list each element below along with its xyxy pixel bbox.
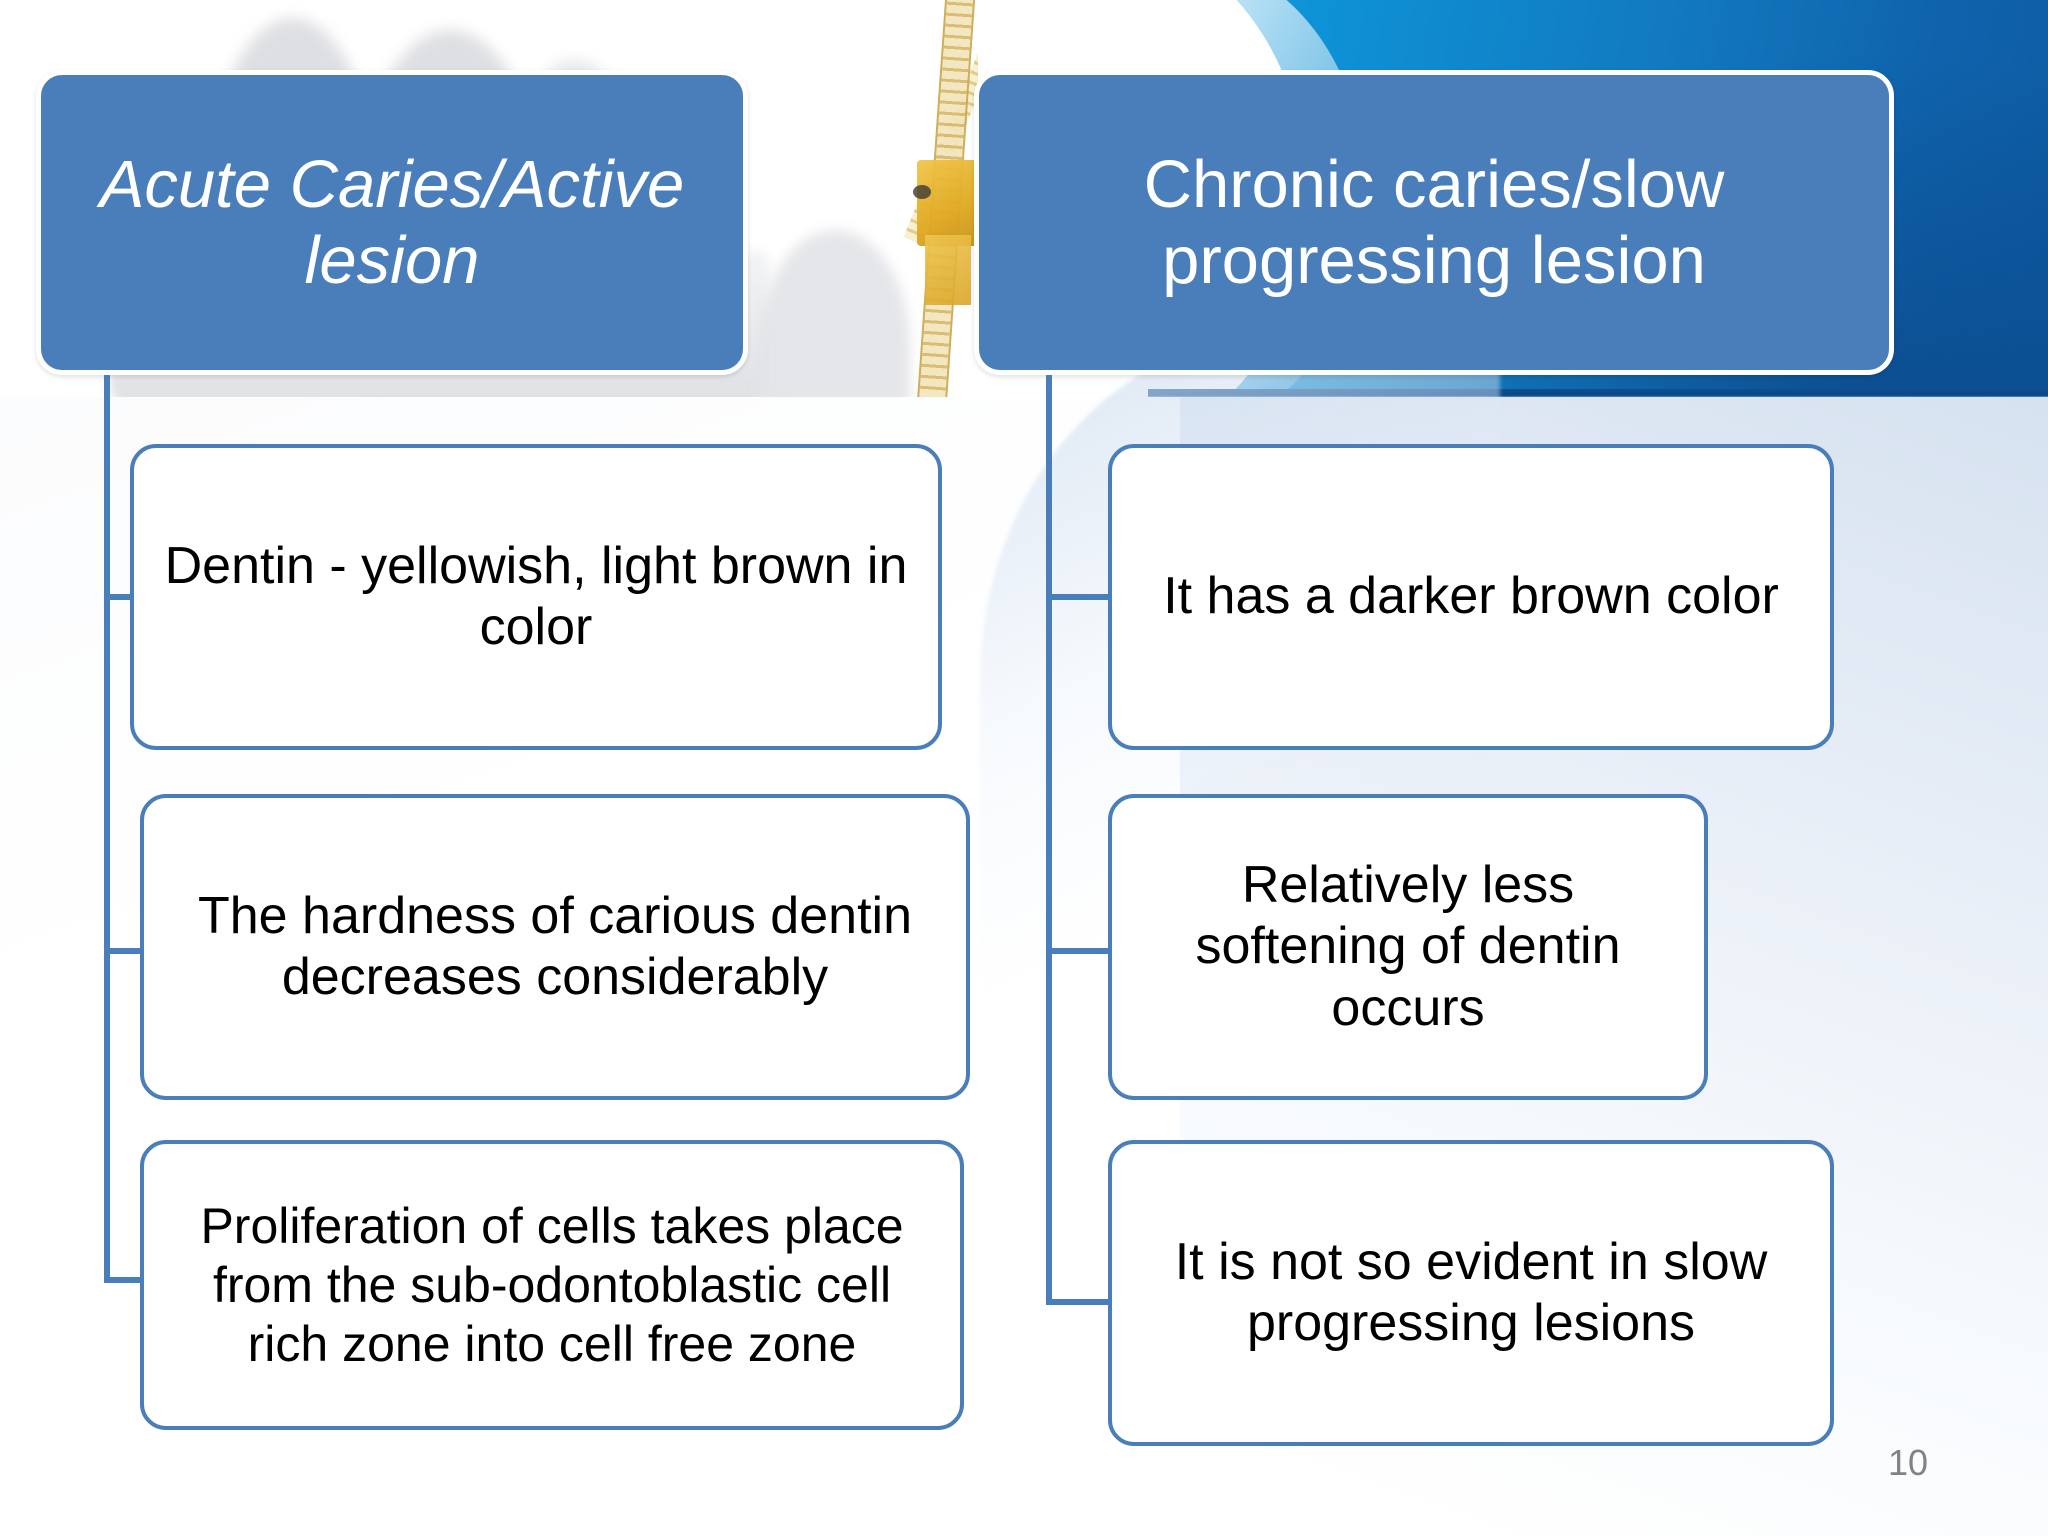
connector-trunk-left bbox=[104, 375, 110, 1283]
item-box-acute-1[interactable]: Dentin - yellowish, light brown in color bbox=[130, 444, 942, 750]
banner-bottom-edge bbox=[1148, 389, 2048, 398]
connector-stub-right-2 bbox=[1046, 948, 1108, 954]
item-box-acute-2[interactable]: The hardness of carious dentin decreases… bbox=[140, 794, 970, 1100]
connector-trunk-right bbox=[1046, 375, 1052, 1305]
crane-mast-shape bbox=[913, 0, 977, 451]
connector-stub-left-1 bbox=[104, 594, 134, 600]
item-box-chronic-2[interactable]: Relatively less softening of dentin occu… bbox=[1108, 794, 1708, 1100]
header-chronic-caries[interactable]: Chronic caries/slow progressing lesion bbox=[974, 70, 1894, 375]
crane-cab-shape bbox=[917, 160, 979, 246]
connector-stub-right-3 bbox=[1046, 1299, 1108, 1305]
connector-stub-left-3 bbox=[104, 1277, 142, 1283]
item-box-chronic-1[interactable]: It has a darker brown color bbox=[1108, 444, 1834, 750]
item-box-acute-3[interactable]: Proliferation of cells takes place from … bbox=[140, 1140, 964, 1430]
crane-hook-shape bbox=[913, 185, 931, 199]
item-box-chronic-3[interactable]: It is not so evident in slow progressing… bbox=[1108, 1140, 1834, 1446]
connector-stub-left-2 bbox=[104, 948, 142, 954]
crane-lower-cab-shape bbox=[925, 235, 971, 305]
page-number: 10 bbox=[1888, 1442, 1929, 1483]
header-acute-caries[interactable]: Acute Caries/Active lesion bbox=[36, 70, 748, 375]
connector-stub-right-1 bbox=[1046, 594, 1108, 600]
